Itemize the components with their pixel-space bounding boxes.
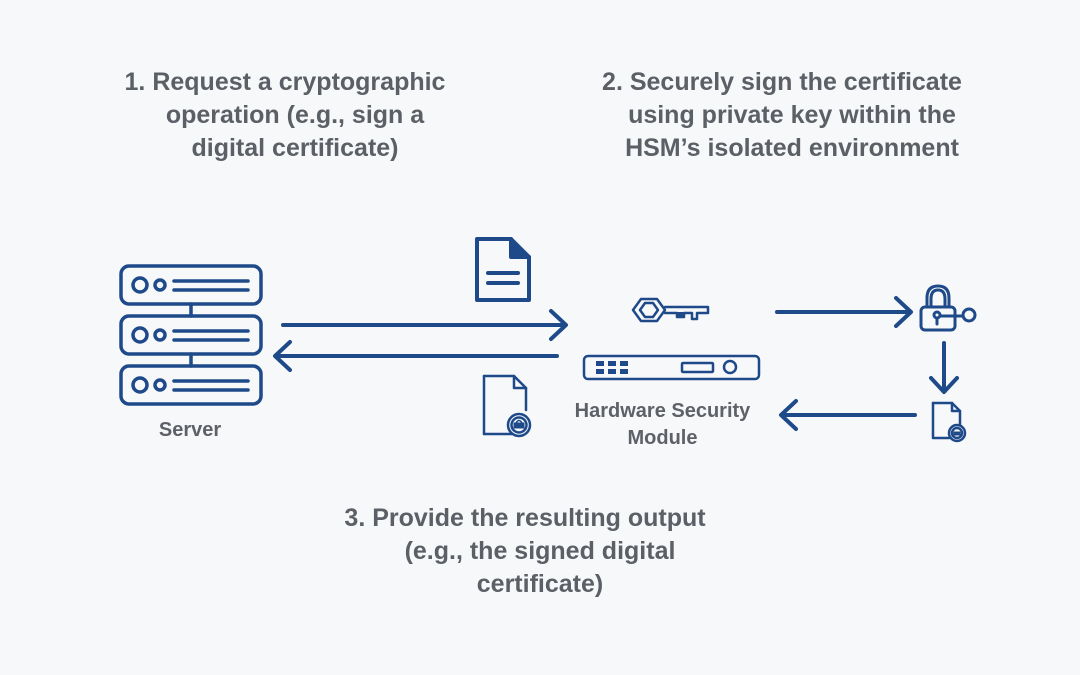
step-2-line-2: using private key within the: [628, 101, 956, 129]
response-arrow: [273, 340, 559, 372]
hsm-label-line-1: Hardware Security: [574, 400, 751, 422]
hsm-device-icon: [582, 354, 761, 381]
hsm-label: Hardware Security Module: [545, 398, 780, 452]
padlock-with-key-icon: [919, 284, 977, 332]
step-2-line-3: HSM’s isolated environment: [625, 134, 959, 162]
to-padlock-arrow: [775, 296, 913, 328]
locked-document-icon: [482, 374, 532, 438]
step-1-label: 1. Request a cryptographic operation (e.…: [95, 66, 475, 165]
step-3-line-1: 3. Provide the resulting output: [344, 504, 706, 532]
return-to-hsm-arrow: [779, 399, 917, 431]
step-2-line-1: 2. Securely sign the certificate: [602, 68, 962, 96]
request-arrow: [281, 309, 568, 341]
step-3-label: 3. Provide the resulting output (e.g., t…: [300, 502, 750, 601]
step-1-line-1: 1. Request a cryptographic: [124, 68, 446, 96]
down-arrow: [929, 341, 959, 394]
step-1-line-3: digital certificate): [191, 134, 399, 162]
signed-output-document-icon: [931, 401, 967, 443]
step-3-line-2: (e.g., the signed digital: [404, 537, 676, 565]
key-icon: [631, 297, 710, 323]
document-icon: [475, 237, 531, 302]
step-3-line-3: certificate): [476, 570, 604, 598]
hsm-label-line-2: Module: [627, 427, 698, 449]
step-2-label: 2. Securely sign the certificate using p…: [572, 66, 992, 165]
step-1-line-2: operation (e.g., sign a: [165, 101, 425, 129]
server-label: Server: [158, 419, 222, 441]
server-rack-icon: [119, 264, 263, 406]
